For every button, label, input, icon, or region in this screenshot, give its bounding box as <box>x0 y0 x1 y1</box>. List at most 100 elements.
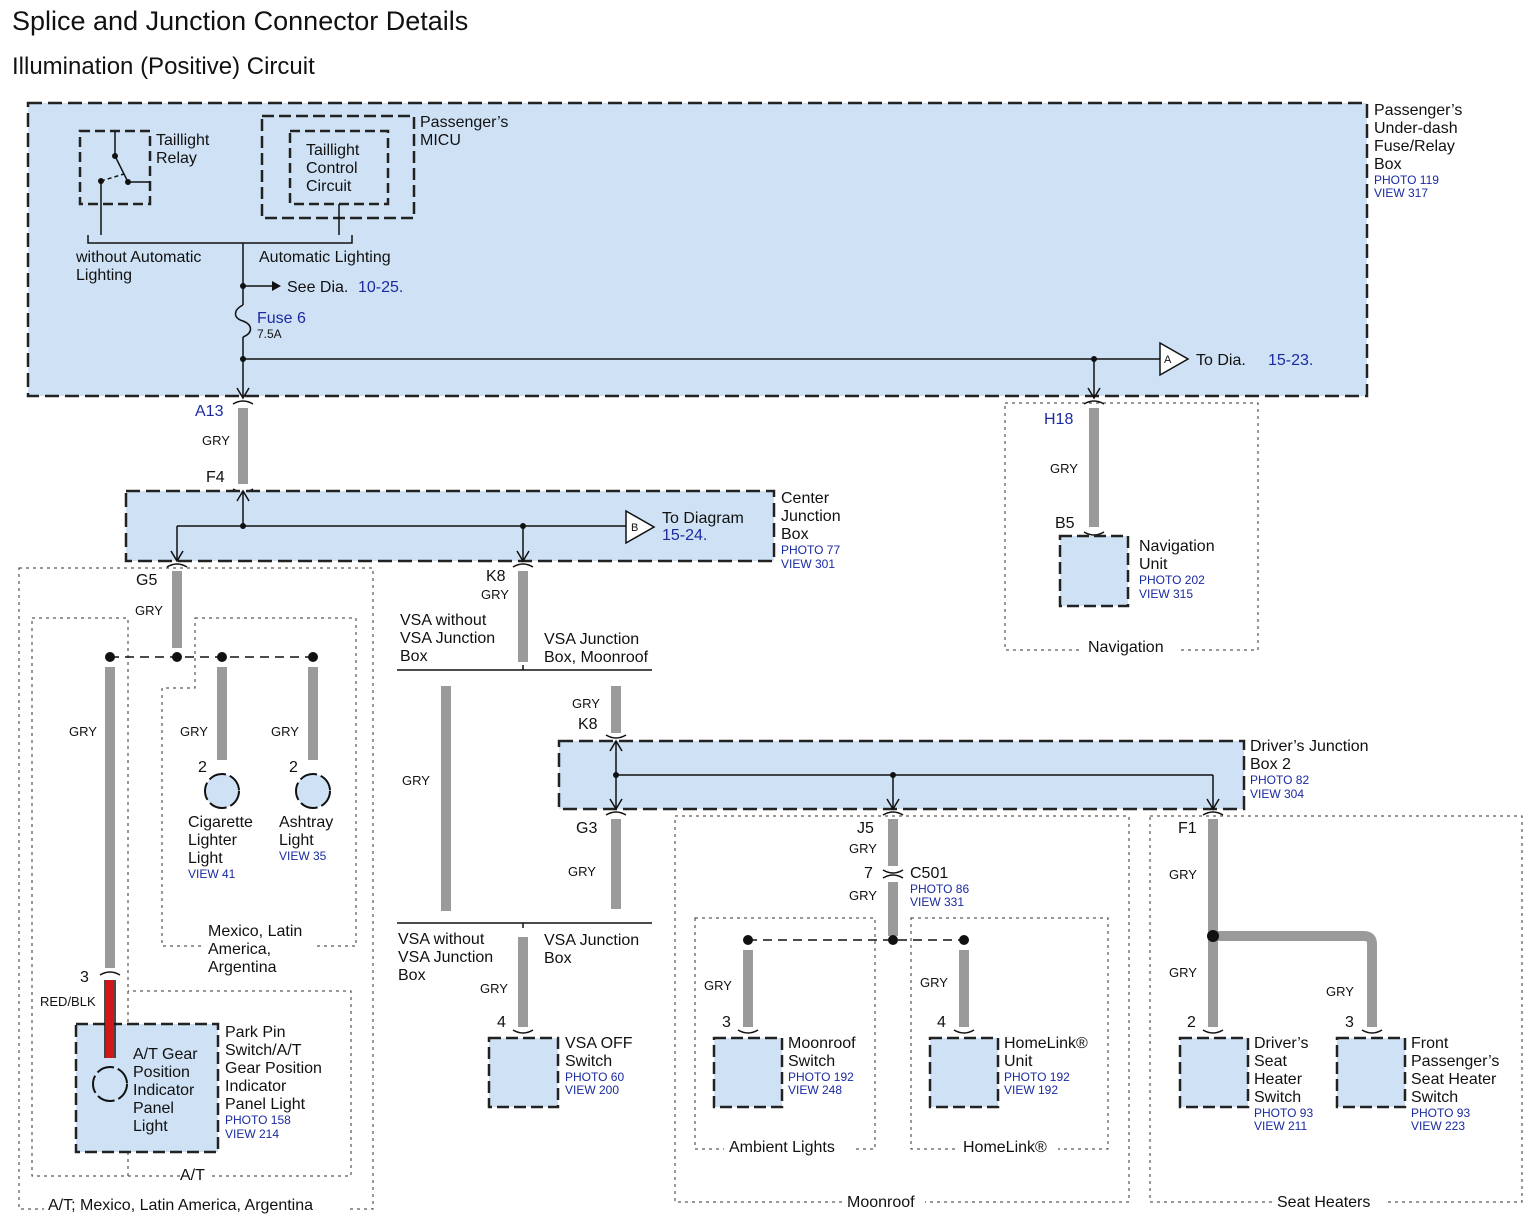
svg-text:VSA without: VSA without <box>398 931 485 948</box>
at-mexico-region-label: A/T; Mexico, Latin America, Argentina <box>48 1197 313 1214</box>
wire-gry-pass-seat: GRY <box>1326 984 1354 999</box>
svg-text:Box, Moonroof: Box, Moonroof <box>544 649 649 666</box>
svg-text:VIEW 304: VIEW 304 <box>1250 787 1304 801</box>
c501-label: C501 <box>910 865 948 882</box>
pin-g5: G5 <box>136 572 157 589</box>
wire-gry-g3: GRY <box>568 864 596 879</box>
wire-red-blk: RED/BLK <box>40 994 96 1009</box>
navigation-region <box>1004 402 1259 651</box>
svg-text:Switch: Switch <box>788 1053 835 1070</box>
lighting-option-bracket <box>87 235 353 244</box>
svg-text:PHOTO 93: PHOTO 93 <box>1411 1106 1470 1120</box>
vsa-option-a-right-label: VSA Junction Box, Moonroof <box>544 631 649 666</box>
pin-3-pass-seat: 3 <box>1345 1014 1354 1031</box>
to-dia-label: To Dia. <box>1196 352 1246 369</box>
pin-k8-mid: K8 <box>578 716 598 733</box>
page-subtitle: Illumination (Positive) Circuit <box>12 53 315 80</box>
marker-b-letter: B <box>631 522 638 534</box>
navigation-unit-label: Navigation Unit PHOTO 202 VIEW 315 <box>1139 538 1215 601</box>
svg-text:Unit: Unit <box>1004 1053 1033 1070</box>
cigarette-lighter-bulb-icon <box>204 773 240 809</box>
pin-b5: B5 <box>1055 515 1075 532</box>
navigation-region-label: Navigation <box>1088 639 1164 656</box>
to-dia-15-23-marker <box>1159 341 1190 377</box>
pin-g3: G3 <box>576 820 597 837</box>
see-dia-ref: 10-25. <box>358 279 403 296</box>
svg-text:Light: Light <box>279 832 314 849</box>
without-auto-lighting-label-2: Lighting <box>76 267 132 284</box>
wire-gry-cig: GRY <box>180 724 208 739</box>
pin-2-drivers-seat: 2 <box>1187 1014 1196 1031</box>
homelink-unit <box>928 1036 1000 1109</box>
pin-4-homelink: 4 <box>937 1014 946 1031</box>
svg-text:Box: Box <box>781 526 809 543</box>
vsa-off-switch-label: VSA OFF Switch PHOTO 60 VIEW 200 <box>565 1035 633 1097</box>
svg-text:VIEW 223: VIEW 223 <box>1411 1119 1465 1133</box>
svg-text:Moonroof: Moonroof <box>788 1035 856 1052</box>
svg-text:VIEW 35: VIEW 35 <box>279 849 327 863</box>
svg-text:VIEW 192: VIEW 192 <box>1004 1083 1058 1097</box>
svg-text:Gear Position: Gear Position <box>225 1060 322 1077</box>
svg-text:Box 2: Box 2 <box>1250 756 1291 773</box>
drivers-seat-heater-switch-label: Driver’s Seat Heater Switch PHOTO 93 VIE… <box>1254 1035 1313 1133</box>
homelink-region-label: HomeLink® <box>963 1139 1047 1156</box>
vsa-option-b-right-label: VSA Junction Box <box>544 932 639 967</box>
svg-text:VIEW 248: VIEW 248 <box>788 1083 842 1097</box>
mexico-region <box>161 617 357 947</box>
passenger-micu <box>260 114 416 220</box>
svg-text:A/T Gear: A/T Gear <box>133 1046 198 1063</box>
pin-f4: F4 <box>206 469 225 486</box>
seat-heaters-region-label: Seat Heaters <box>1277 1194 1370 1211</box>
drivers-junction-box-label: Driver’s Junction Box 2 PHOTO 82 VIEW 30… <box>1250 738 1369 801</box>
at-region-right <box>128 990 352 1177</box>
svg-text:VIEW 211: VIEW 211 <box>1254 1119 1307 1133</box>
wire-gry-k8-mid: GRY <box>572 696 600 711</box>
wire-gry-a13: GRY <box>202 433 230 448</box>
wire-gry-h18: GRY <box>1050 461 1078 476</box>
svg-text:VSA Junction: VSA Junction <box>398 949 493 966</box>
svg-text:Passenger’s: Passenger’s <box>1374 102 1462 119</box>
svg-text:Box: Box <box>398 967 426 984</box>
see-dia-label: See Dia. <box>287 279 348 296</box>
svg-text:VIEW 200: VIEW 200 <box>565 1083 619 1097</box>
fuse-6-label: Fuse 6 <box>257 310 306 327</box>
center-junction-box-label: Center Junction Box PHOTO 77 VIEW 301 <box>781 490 841 571</box>
svg-text:Switch: Switch <box>565 1053 612 1070</box>
svg-text:VSA Junction: VSA Junction <box>544 932 639 949</box>
wire-gry-vsa: GRY <box>480 981 508 996</box>
seat-heaters-region <box>1149 815 1523 1203</box>
svg-text:PHOTO 119: PHOTO 119 <box>1374 173 1439 187</box>
fuse-relay-box-label: Passenger’s Under-dash Fuse/Relay Box PH… <box>1374 102 1462 200</box>
vsa-option-a-left-label: VSA without VSA Junction Box <box>400 612 495 665</box>
svg-text:VSA without: VSA without <box>400 612 487 629</box>
fuse-6-rating: 7.5A <box>257 327 282 341</box>
svg-text:PHOTO 77: PHOTO 77 <box>781 543 840 557</box>
svg-text:Cigarette: Cigarette <box>188 814 253 831</box>
svg-text:Driver’s Junction: Driver’s Junction <box>1250 738 1369 755</box>
svg-text:Panel: Panel <box>133 1100 174 1117</box>
svg-text:Panel Light: Panel Light <box>225 1096 306 1113</box>
svg-text:Under-dash: Under-dash <box>1374 120 1458 137</box>
to-diagram-label: To Diagram <box>662 510 744 527</box>
svg-text:Light: Light <box>133 1118 168 1135</box>
svg-text:Fuse/Relay: Fuse/Relay <box>1374 138 1455 155</box>
svg-text:Center: Center <box>781 490 830 507</box>
at-light-label: Park Pin Switch/A/T Gear Position Indica… <box>225 1024 322 1141</box>
svg-text:Box: Box <box>544 950 572 967</box>
svg-text:Driver’s: Driver’s <box>1254 1035 1309 1052</box>
svg-text:VSA Junction: VSA Junction <box>400 630 495 647</box>
vsa-option-b-bracket <box>397 922 652 928</box>
svg-text:PHOTO 202: PHOTO 202 <box>1139 573 1205 587</box>
svg-text:Box: Box <box>1374 156 1402 173</box>
moonroof-region-label: Moonroof <box>847 1194 915 1211</box>
homelink-unit-label: HomeLink® Unit PHOTO 192 VIEW 192 <box>1004 1035 1088 1097</box>
wire-gry-f1: GRY <box>1169 867 1197 882</box>
svg-text:PHOTO 192: PHOTO 192 <box>788 1070 854 1084</box>
svg-text:Lighter: Lighter <box>188 832 238 849</box>
svg-text:Junction: Junction <box>781 508 841 525</box>
pin-f1: F1 <box>1178 820 1197 837</box>
moonroof-switch <box>712 1036 784 1109</box>
control-circuit-label: Taillight <box>306 142 360 159</box>
to-diagram-ref: 15-24. <box>662 527 707 544</box>
wire-gry-at: GRY <box>69 724 97 739</box>
